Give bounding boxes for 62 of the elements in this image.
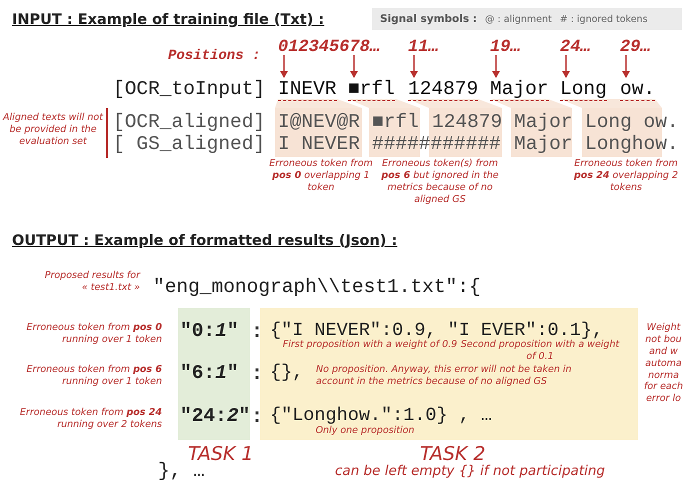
aligned-text: ########### (372, 133, 501, 155)
aligned-text: Major (514, 133, 573, 155)
json-value: {}, (270, 362, 304, 383)
ocr-token: ■rfl (348, 78, 395, 101)
aligned-text: I@NEV@R (278, 111, 360, 133)
colon-separator: : (251, 363, 264, 386)
annotation-note: No proposition. Anyway, this error will not be taken in account in the metrics because of no aligned GS (316, 364, 573, 388)
annotation-note: Second proposition with a weight of 0.1 (460, 339, 620, 363)
annotation-note: Proposed results for « test1.txt » (44, 270, 140, 294)
ocr-token: INEVR (278, 78, 337, 101)
arrow (492, 55, 500, 78)
annotation-note: Weight not bou and w automa norma for each error lo (643, 322, 684, 406)
ocr-token: Long (560, 78, 607, 101)
annotation-note: Only one proposition (314, 425, 416, 437)
task-label: TASK 2 (420, 443, 486, 465)
annotation-note: First proposition with a weight of 0.9 (282, 339, 458, 351)
section-heading: INPUT : Example of training file (Txt) : (12, 12, 324, 28)
task-one-panel (178, 308, 250, 440)
arrow (280, 55, 288, 78)
annotation-note: Erroneous token from pos 24 overlapping 2 tokens (573, 158, 679, 194)
ocr-token: Major (490, 78, 549, 101)
task-two-panel (260, 308, 638, 440)
aligned-text: Long ow. (585, 111, 679, 133)
colon-separator: : (251, 406, 264, 429)
arrow (350, 55, 358, 78)
position-index: 19… (490, 38, 521, 57)
ocr-token: 124879 (408, 78, 478, 101)
annotation-note: Erroneous token from pos 0 running over 1 token (26, 322, 162, 346)
legend-title: Signal symbols : (380, 13, 477, 25)
annotation-note: Erroneous token(s) from pos 6 but ignored in the metrics because of no aligned GS (380, 158, 500, 206)
task-note: can be left empty {} if not participating (335, 463, 605, 479)
aligned-text: [OCR_aligned] (113, 111, 266, 133)
aligned-text: ■rfl (372, 111, 419, 133)
position-index: 29… (620, 38, 651, 57)
annotation-note: Erroneous token from pos 0 overlapping 1 token (268, 158, 374, 194)
position-index: 24… (560, 38, 591, 57)
ocr-token: ow. (620, 78, 656, 101)
annotation-note: Erroneous token from pos 6 running over 1 token (26, 364, 162, 388)
legend-text: @ : alignment (484, 14, 552, 24)
json-key: "24:2" (180, 405, 250, 427)
json-value: {"Longhow.":1.0} , … (270, 405, 492, 426)
aligned-text: 124879 (432, 111, 502, 133)
annotation-note: Erroneous token from pos 24 running over 2 tokens (18, 407, 162, 431)
positions-label: Positions : (168, 48, 260, 64)
aligned-text: Major (514, 111, 573, 133)
code-text: "eng_monograph\\test1.txt":{ (153, 276, 481, 298)
position-index: 11… (408, 38, 439, 57)
arrow (562, 55, 570, 78)
aligned-text: I NEVER (278, 133, 360, 155)
section-heading: OUTPUT : Example of formatted results (Json) : (12, 233, 398, 249)
arrow (410, 55, 418, 78)
legend-text: # : ignored tokens (560, 14, 648, 24)
code-text: [OCR_toInput] (113, 78, 266, 100)
arrow (622, 55, 630, 78)
json-value: {"I NEVER":0.9, "I EVER":0.1}, (270, 320, 604, 341)
colon-separator: : (251, 321, 264, 344)
aligned-text: [ GS_aligned] (113, 133, 266, 155)
position-index: 012345678… (278, 38, 380, 57)
json-key: "6:1" (180, 362, 239, 384)
annotation-note: Aligned texts will not be provided in the evaluation set (2, 112, 104, 148)
json-key: "0:1" (180, 320, 239, 342)
aligned-text: Longhow. (585, 133, 679, 155)
